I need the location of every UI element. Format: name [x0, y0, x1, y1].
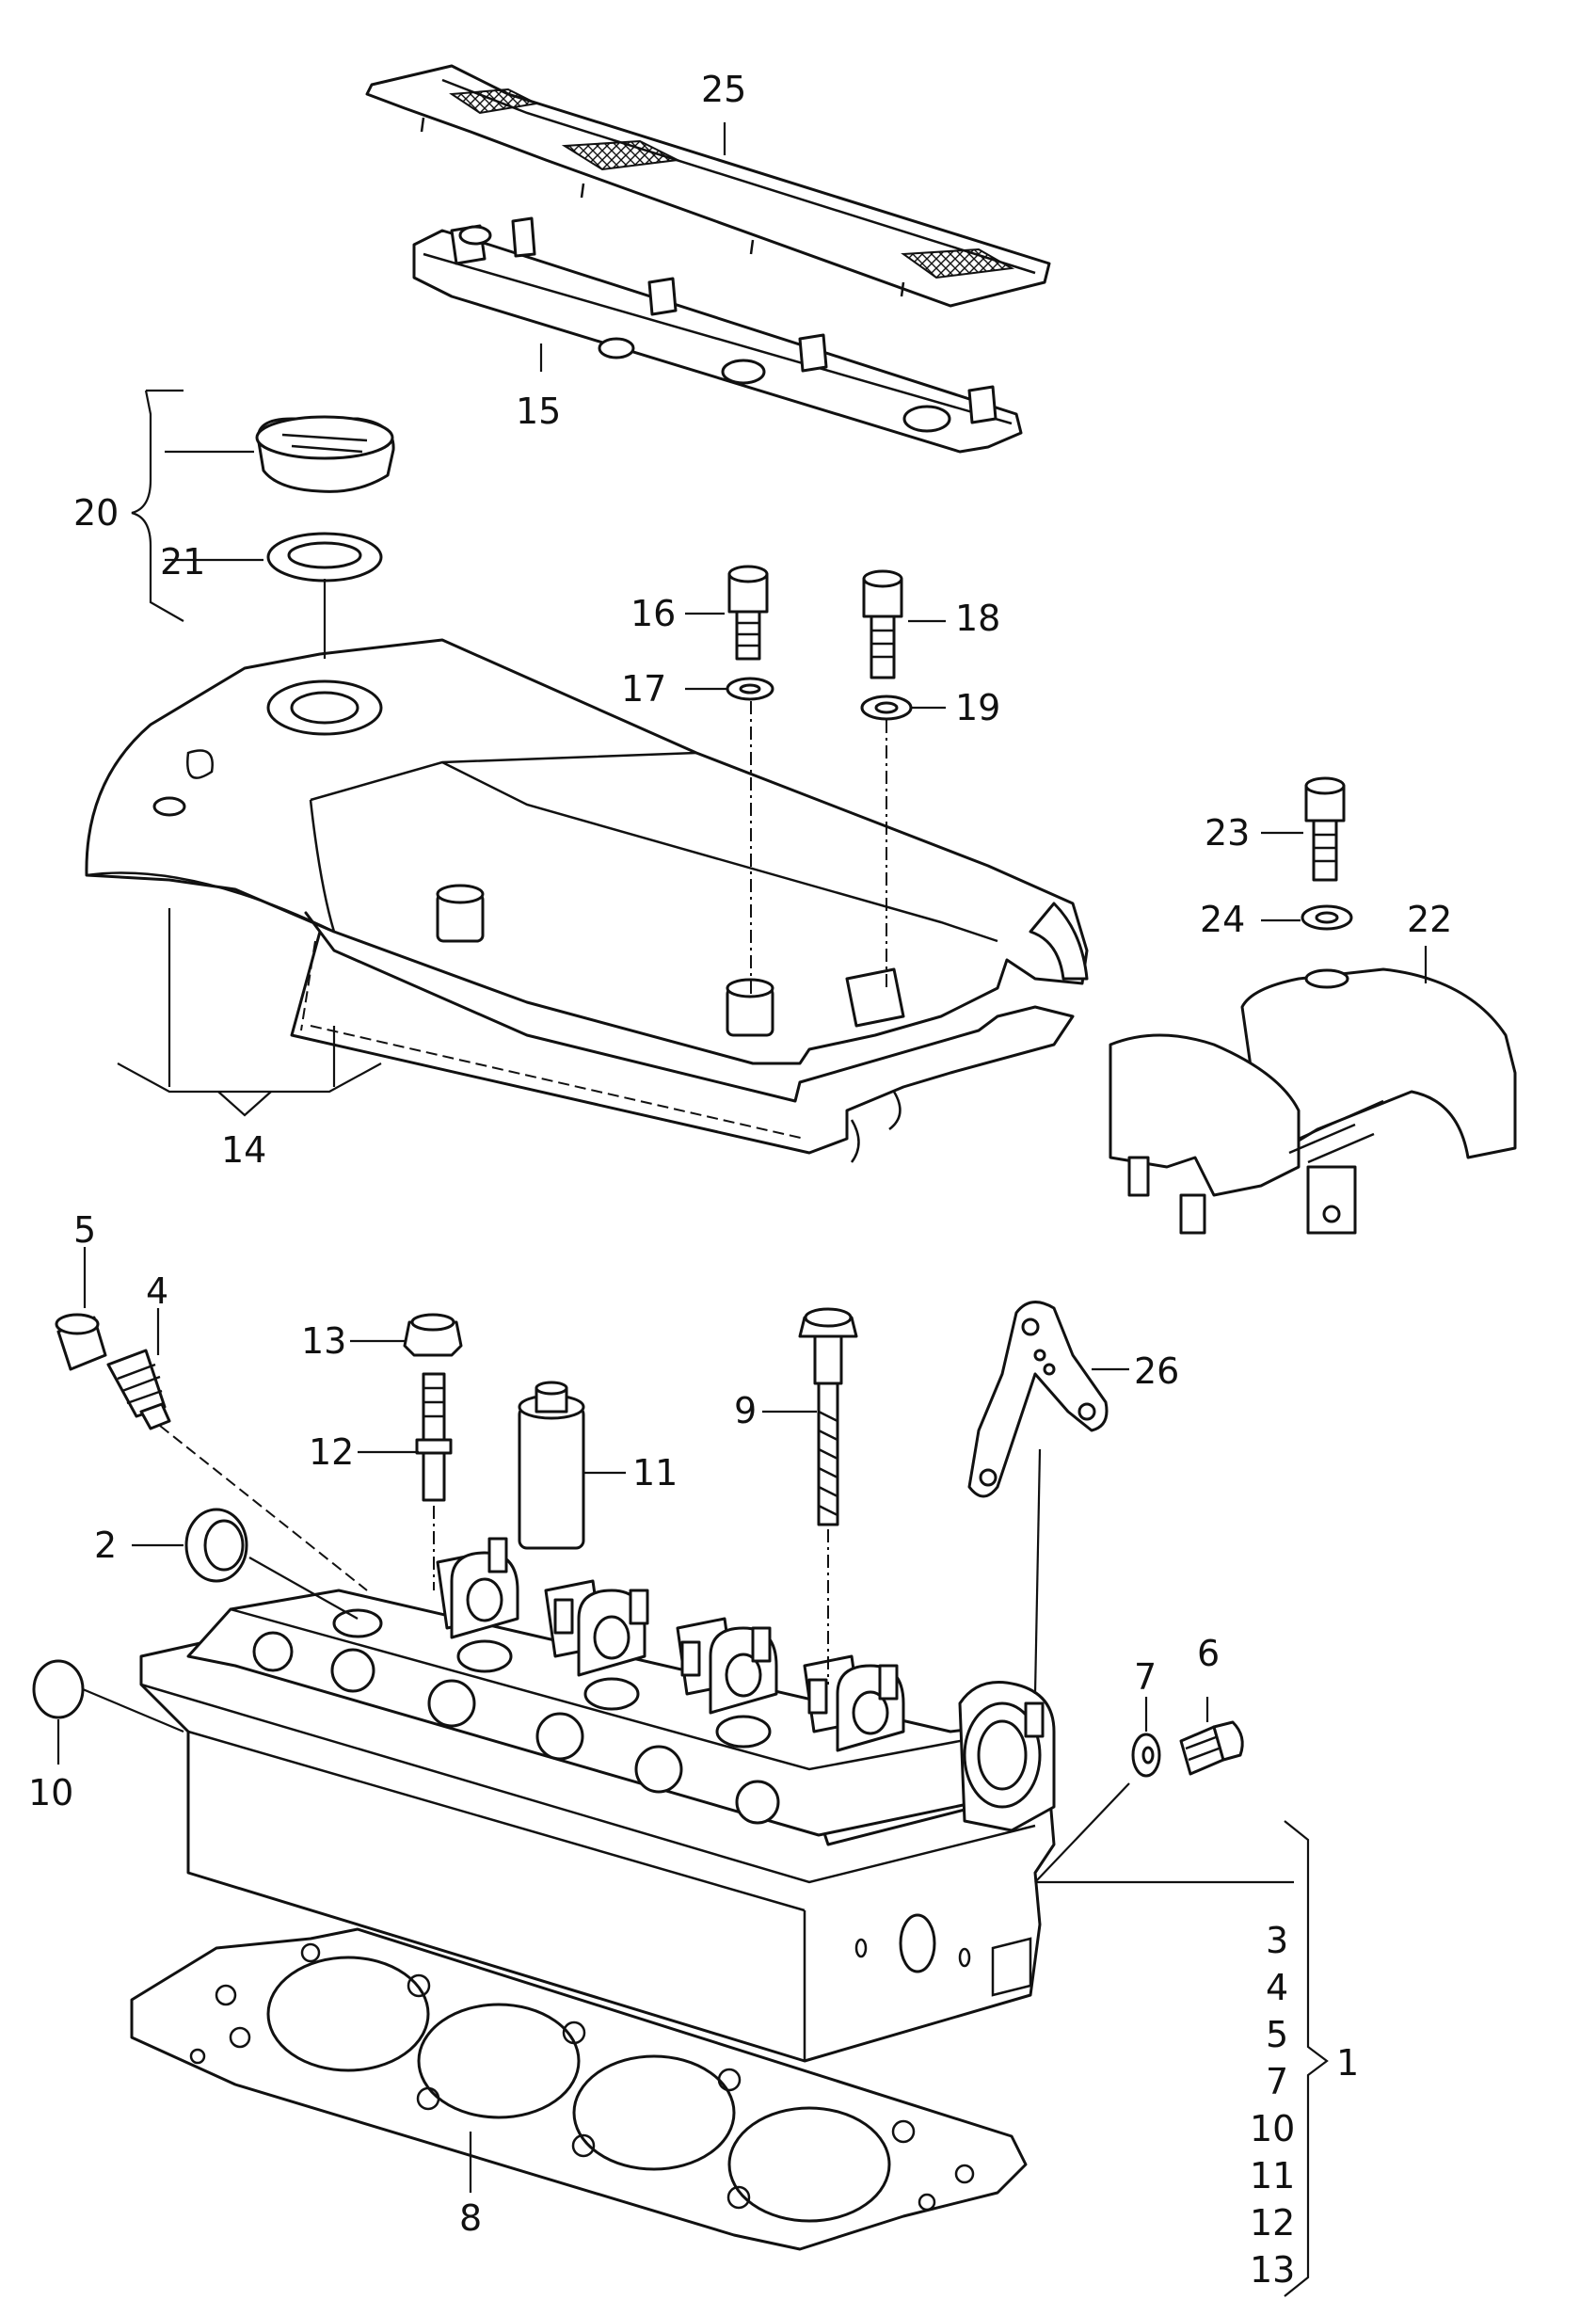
callout-26: 26	[1134, 1350, 1179, 1392]
callout-4: 4	[146, 1270, 168, 1312]
callout-16: 16	[630, 593, 676, 634]
stud-12	[415, 1372, 453, 1502]
cover-gasket	[290, 911, 1075, 1163]
callout-5: 5	[73, 1209, 96, 1251]
group-1-item: 12	[1250, 2202, 1295, 2244]
oil-seal	[184, 1508, 248, 1583]
leader-lines	[56, 122, 1428, 2297]
callout-17: 17	[621, 668, 666, 710]
cylinder-head	[139, 1551, 1056, 2063]
bearing-caps	[450, 1537, 1045, 1752]
oil-filler-cap	[255, 415, 395, 493]
cover-bracket	[412, 216, 1023, 454]
cap-5	[55, 1313, 107, 1371]
washer-17	[726, 677, 774, 701]
plug-4	[106, 1349, 171, 1430]
callout-1: 1	[1336, 2042, 1359, 2084]
bolt-18	[862, 569, 903, 679]
group-1-item: 4	[1266, 1967, 1288, 2008]
filler-cap-seal	[266, 532, 383, 583]
callout-12: 12	[309, 1431, 354, 1473]
callout-14: 14	[221, 1129, 266, 1171]
group-1-item: 3	[1266, 1920, 1288, 1961]
callout-20: 20	[73, 492, 119, 534]
group-1-list: 3 4 5 7 10 11 12 13	[1250, 1920, 1295, 2291]
callout-15: 15	[516, 391, 561, 432]
washer-24	[1301, 904, 1353, 931]
hydraulic-lifter	[518, 1381, 585, 1550]
nut-13	[403, 1313, 463, 1357]
callout-22: 22	[1407, 899, 1452, 940]
lifting-bracket	[967, 1301, 1109, 1498]
callout-18: 18	[955, 598, 1000, 639]
callout-23: 23	[1205, 812, 1250, 854]
callout-25: 25	[701, 69, 746, 110]
callout-6: 6	[1197, 1633, 1220, 1674]
callout-19: 19	[955, 687, 1000, 728]
callout-21: 21	[160, 541, 205, 583]
head-gasket	[130, 1927, 1028, 2251]
group-1-item: 7	[1266, 2061, 1288, 2102]
trim-strip	[365, 64, 1051, 308]
washer-7	[1131, 1733, 1161, 1778]
callout-2: 2	[94, 1525, 117, 1566]
head-bolt	[798, 1307, 858, 1526]
bolt-16	[727, 565, 769, 661]
callout-7: 7	[1134, 1656, 1157, 1698]
group-1-item: 10	[1250, 2108, 1295, 2149]
group-1-item: 13	[1250, 2249, 1295, 2291]
callout-13: 13	[301, 1320, 346, 1362]
end-cap	[32, 1659, 85, 1719]
group-1-item: 5	[1266, 2014, 1288, 2055]
callout-24: 24	[1200, 899, 1245, 940]
callout-8: 8	[459, 2197, 482, 2239]
timing-belt-guard	[1109, 967, 1517, 1235]
plug-6	[1179, 1720, 1244, 1776]
callout-labels: 25 15 20 21 16 17 18 19 23 24 22 14 5 4 …	[28, 69, 1452, 2239]
washer-19	[860, 695, 913, 721]
callout-10: 10	[28, 1772, 73, 1813]
callout-9: 9	[734, 1390, 757, 1431]
bolt-23	[1304, 776, 1346, 882]
group-1-item: 11	[1250, 2155, 1295, 2196]
cylinder-head-cover	[85, 638, 1089, 1065]
callout-11: 11	[632, 1452, 678, 1493]
